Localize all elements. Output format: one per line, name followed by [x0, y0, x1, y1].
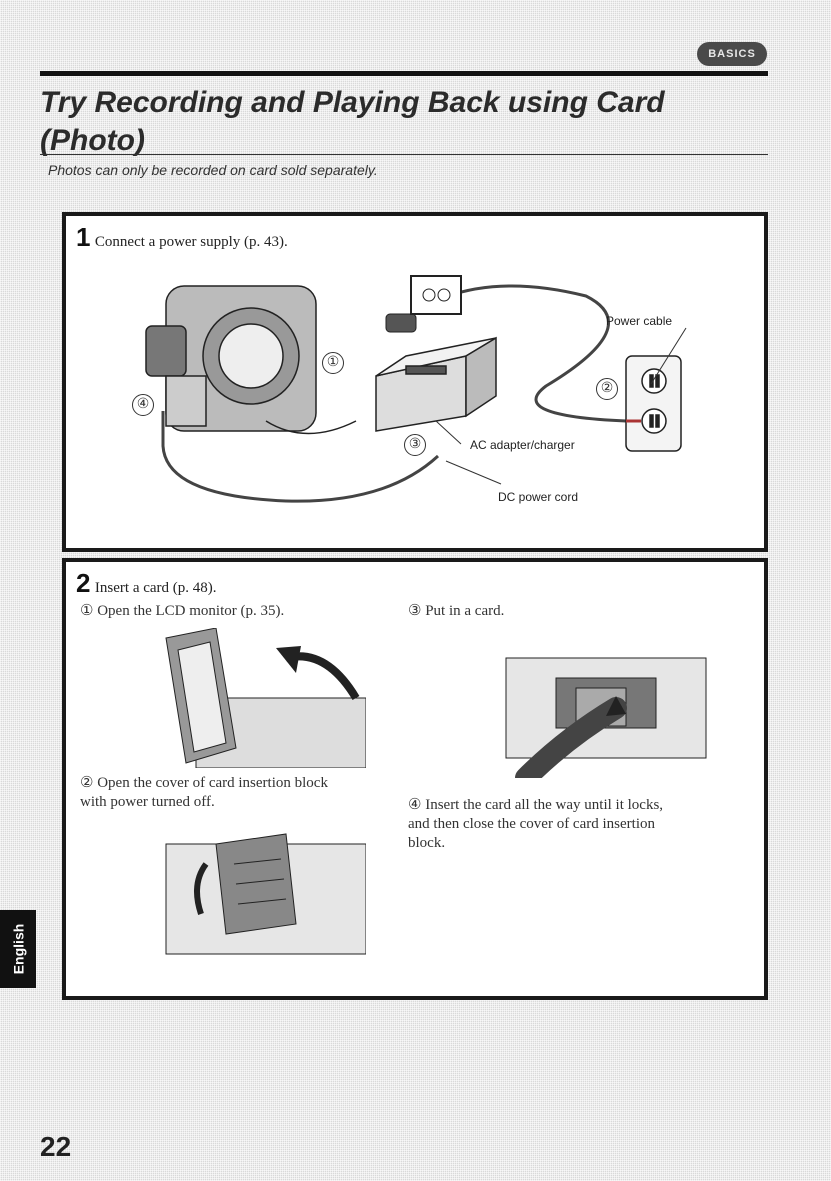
wall-outlet-illustration	[625, 355, 682, 452]
step1-number: 1	[76, 222, 91, 252]
marker-1: ①	[322, 352, 344, 374]
page-subtitle: Photos can only be recorded on card sold…	[48, 162, 378, 178]
camcorder-illustration	[145, 285, 357, 435]
marker-4: ④	[132, 394, 154, 416]
dc-power-cord-label: DC power cord	[498, 490, 579, 504]
ac-adapter-illustration	[375, 336, 497, 432]
language-tab: English	[0, 910, 36, 988]
step2-substep-1: ① Open the LCD monitor (p. 35).	[80, 603, 285, 619]
ac-adapter-label: AC adapter/charger	[470, 438, 575, 452]
section-badge: BASICS	[697, 42, 767, 66]
marker-2: ②	[596, 378, 618, 400]
cover-open-illustration	[165, 833, 366, 955]
step1-text: Connect a power supply (p. 43).	[94, 234, 288, 250]
step2-heading: 2 Insert a card (p. 48).	[76, 570, 217, 597]
step1-heading: 1 Connect a power supply (p. 43).	[76, 224, 288, 251]
step2-text: Insert a card (p. 48).	[94, 580, 217, 596]
page-number: 22	[40, 1131, 72, 1162]
marker-3: ③	[404, 434, 426, 456]
card-insert-illustration	[505, 657, 707, 778]
step2-number: 2	[76, 568, 91, 598]
power-cable-label: Power cable	[606, 314, 673, 328]
step2-substep-2: ② Open the cover of card insertion block…	[80, 775, 328, 810]
title-rule	[40, 154, 768, 155]
power-connection-illustration	[145, 275, 687, 503]
step2-panel: 2 Insert a card (p. 48). ① Open the LCD …	[62, 558, 768, 1000]
header-rule	[40, 71, 768, 76]
step1-panel: 1 Connect a power supply (p. 43).	[62, 212, 768, 552]
page-title: Try Recording and Playing Back using Car…	[40, 86, 665, 157]
step2-substep-4: ④ Insert the card all the way until it l…	[408, 797, 664, 851]
step2-substep-3: ③ Put in a card.	[408, 603, 505, 619]
lcd-open-illustration	[165, 628, 366, 768]
